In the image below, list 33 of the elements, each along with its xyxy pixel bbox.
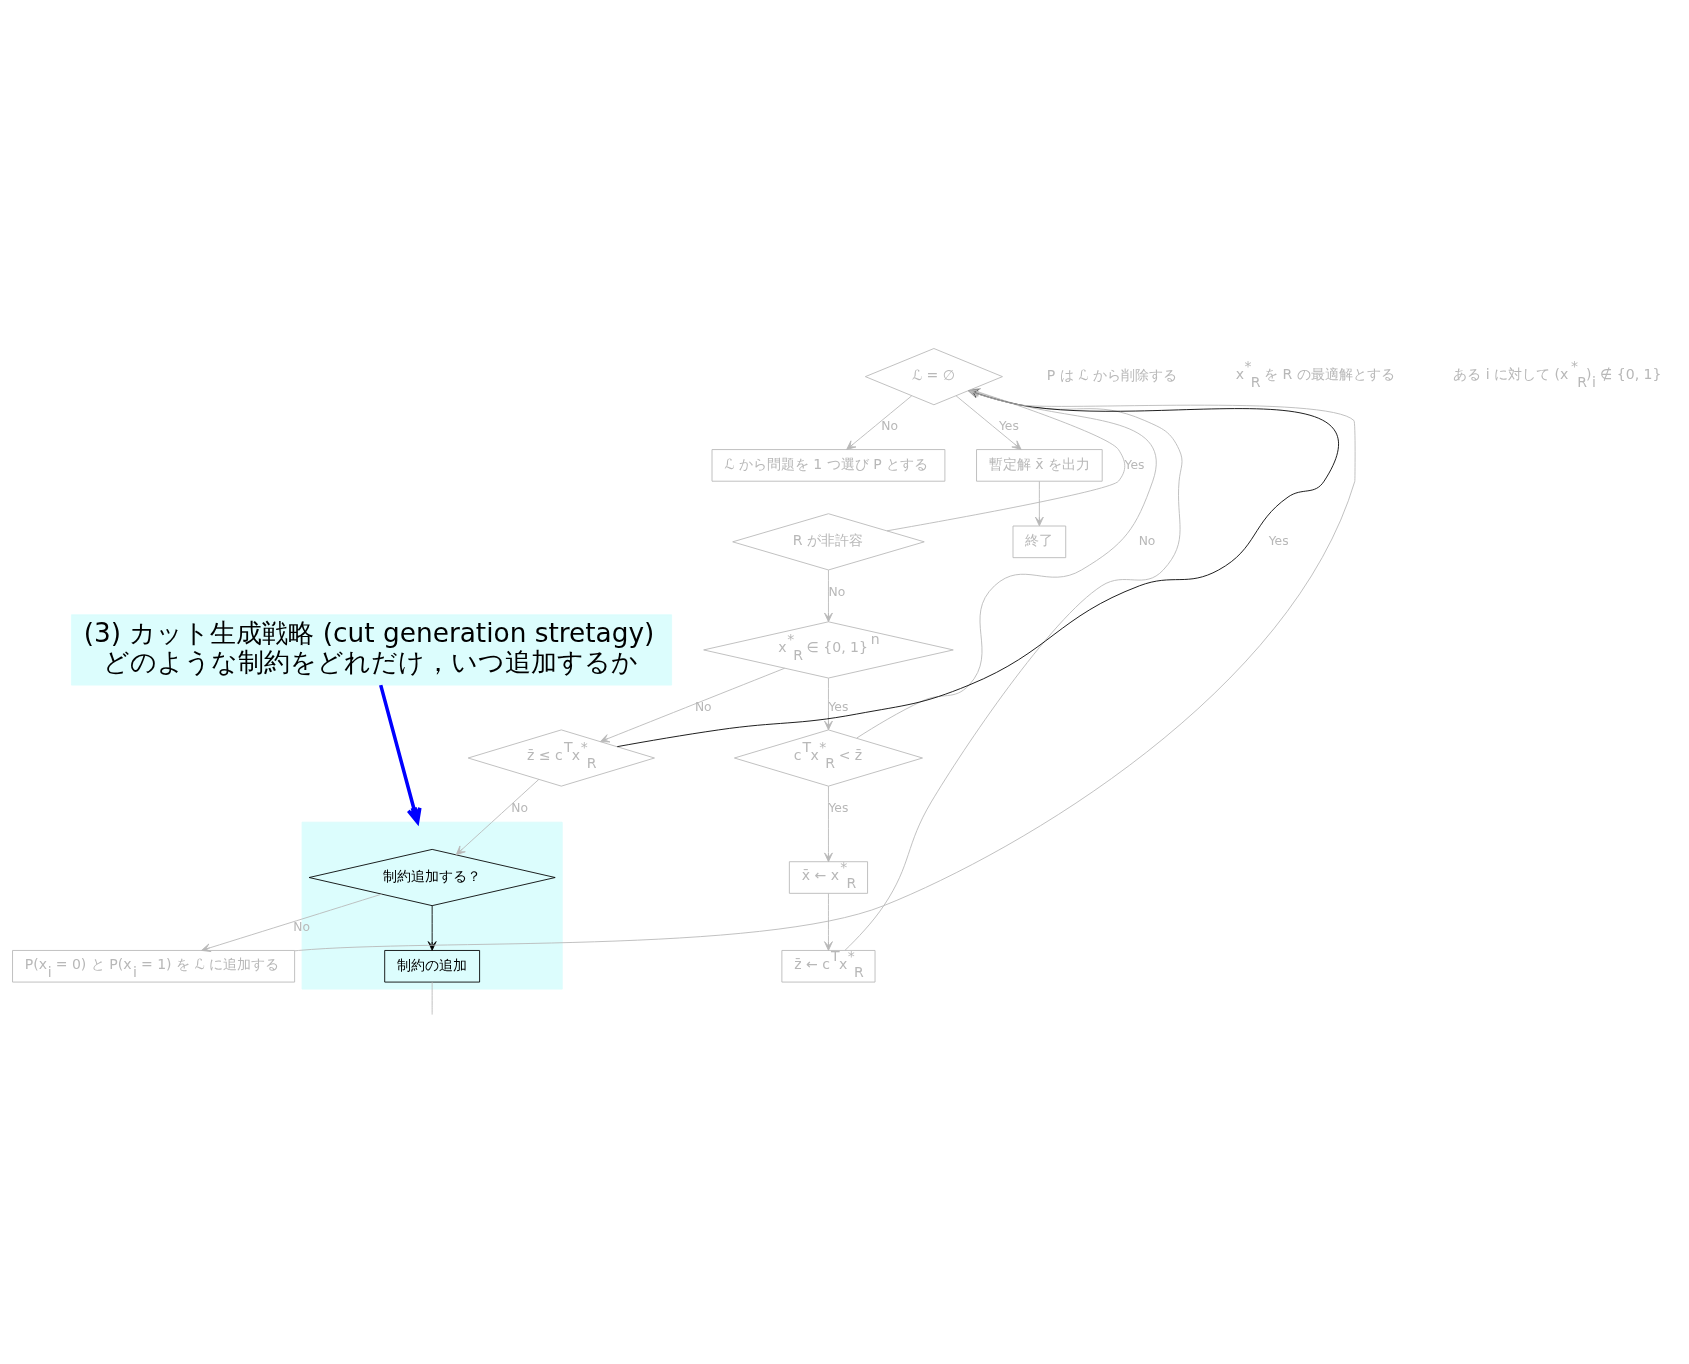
edge-label: No: [694, 699, 712, 714]
arrow: [1034, 480, 1044, 527]
edge-label: No: [1138, 534, 1156, 549]
arrow: [846, 395, 913, 450]
edge-label: No: [881, 419, 898, 434]
arrow: [824, 569, 833, 623]
node-box: 暫定解 x̄ を出力: [976, 449, 1103, 482]
edge-label: Yes: [998, 419, 1019, 434]
edge-label: No: [293, 920, 311, 935]
arrow: [427, 905, 437, 951]
arrow: [824, 893, 833, 951]
arrow: [824, 785, 833, 863]
arrow: [201, 893, 383, 952]
arrow: [955, 395, 1022, 450]
node-box: ℒ から問題を 1 つ選び P とする: [711, 449, 946, 482]
node-diamond: 制約追加する？: [308, 848, 556, 907]
label: P は ℒ から削除する: [1046, 366, 1177, 383]
arrow: [599, 667, 786, 743]
node-box: 制約の追加: [384, 950, 481, 983]
arrow: [455, 778, 540, 856]
node-box: 終了: [1012, 525, 1067, 559]
arrow: [824, 677, 833, 731]
node-diamond: R が非許容: [732, 513, 925, 571]
node-diamond: ℒ = ∅: [864, 348, 1003, 406]
edge-label: Yes: [828, 699, 849, 714]
edge-label: No: [511, 800, 528, 815]
node-box: (3) カット生成戦略 (cut generation stretagy) どのような制約をどれだけ，いつ追加するか: [71, 614, 673, 686]
edge-label: Yes: [1268, 534, 1289, 549]
edge-label: No: [828, 584, 846, 599]
connector: [431, 981, 433, 1015]
edge-label: Yes: [1124, 457, 1145, 472]
arrow: [379, 684, 422, 824]
edge-label: Yes: [828, 800, 849, 815]
